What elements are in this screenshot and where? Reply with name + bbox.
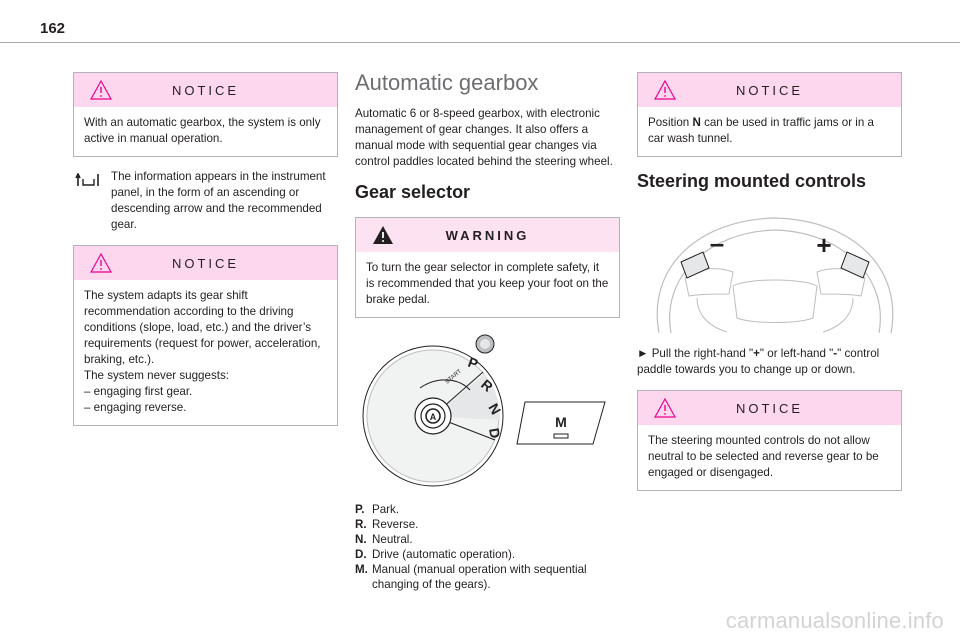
gear-indicator-info: The information appears in the instrumen… bbox=[73, 169, 338, 233]
column-middle: Automatic gearbox Automatic 6 or 8-speed… bbox=[355, 70, 620, 592]
warning-header: WARNING bbox=[356, 218, 619, 252]
section-title-gear-selector: Gear selector bbox=[355, 182, 471, 202]
warning-box: WARNING To turn the gear selector in com… bbox=[355, 217, 620, 318]
notice-box-recommendation: NOTICE The system adapts its gear shift … bbox=[73, 245, 338, 426]
notice-triangle-icon bbox=[654, 398, 676, 418]
gear-shift-indicator-icon bbox=[75, 173, 99, 186]
column-right: NOTICE Position N can be used in traffic… bbox=[637, 72, 902, 503]
gear-legend: P.Park. R.Reverse. N.Neutral. D.Drive (a… bbox=[355, 502, 620, 592]
notice-box-steering: NOTICE The steering mounted controls do … bbox=[637, 390, 902, 491]
notice-header: NOTICE bbox=[74, 246, 337, 280]
notice-title: NOTICE bbox=[171, 82, 240, 98]
notice-header: NOTICE bbox=[638, 73, 901, 107]
warning-title: WARNING bbox=[445, 227, 530, 243]
gear-selector-dial: A P R N D START bbox=[362, 334, 504, 487]
automatic-gearbox-intro: Automatic 6 or 8-speed gearbox, with ele… bbox=[355, 107, 613, 168]
left-paddle-minus: – bbox=[680, 228, 724, 279]
manual-mode-button: M bbox=[516, 401, 606, 445]
section-title-automatic-gearbox: Automatic gearbox bbox=[355, 70, 539, 95]
minus-label: – bbox=[710, 228, 724, 258]
header-rule bbox=[0, 42, 960, 43]
notice-triangle-icon bbox=[90, 80, 112, 100]
legend-item-d: D.Drive (automatic operation). bbox=[355, 548, 516, 561]
warning-triangle-icon bbox=[373, 226, 393, 244]
notice-box-manual-only: NOTICE With an automatic gearbox, the sy… bbox=[73, 72, 338, 157]
manual-button-label: M bbox=[555, 414, 567, 430]
section-title-steering-controls: Steering mounted controls bbox=[637, 171, 867, 191]
gear-indicator-text: The information appears in the instrumen… bbox=[111, 170, 326, 231]
plus-label: + bbox=[816, 230, 831, 260]
manual-led-indicator bbox=[553, 433, 569, 439]
steering-wheel-illustration: – + bbox=[656, 217, 894, 334]
legend-item-m: M.Manual (manual operation with sequenti… bbox=[355, 563, 587, 591]
notice-line: The system never suggests: bbox=[84, 369, 229, 382]
legend-item-p: P.Park. bbox=[355, 503, 400, 516]
auto-mode-letter: A bbox=[430, 412, 437, 422]
warning-text: To turn the gear selector in complete sa… bbox=[366, 261, 609, 306]
paddle-instruction: ► Pull the right-hand "+" or left-hand "… bbox=[637, 347, 880, 376]
notice-body: The system adapts its gear shift recomme… bbox=[74, 280, 337, 425]
dial-letter-d: D bbox=[486, 427, 504, 440]
gear-selector-illustration: A P R N D START M bbox=[362, 334, 606, 487]
notice-header: NOTICE bbox=[638, 391, 901, 425]
notice-text: The steering mounted controls do not all… bbox=[648, 434, 879, 479]
column-left: NOTICE With an automatic gearbox, the sy… bbox=[73, 72, 338, 438]
right-paddle-plus: + bbox=[816, 230, 870, 279]
notice-line: – engaging first gear. bbox=[84, 385, 193, 398]
notice-line: The system adapts its gear shift recomme… bbox=[84, 289, 321, 366]
notice-header: NOTICE bbox=[74, 73, 337, 107]
notice-text: With an automatic gearbox, the system is… bbox=[84, 116, 321, 145]
notice-title: NOTICE bbox=[171, 255, 240, 271]
page-number: 162 bbox=[40, 20, 66, 37]
legend-item-n: N.Neutral. bbox=[355, 533, 413, 546]
legend-item-r: R.Reverse. bbox=[355, 518, 419, 531]
watermark-link[interactable]: carmanualsonline.info bbox=[725, 608, 944, 633]
notice-title: NOTICE bbox=[735, 400, 804, 416]
notice-triangle-icon bbox=[654, 80, 676, 100]
notice-box-neutral: NOTICE Position N can be used in traffic… bbox=[637, 72, 902, 157]
notice-line: – engaging reverse. bbox=[84, 401, 187, 414]
notice-text: Position N can be used in traffic jams o… bbox=[648, 116, 874, 145]
notice-title: NOTICE bbox=[735, 82, 804, 98]
notice-triangle-icon bbox=[90, 253, 112, 273]
